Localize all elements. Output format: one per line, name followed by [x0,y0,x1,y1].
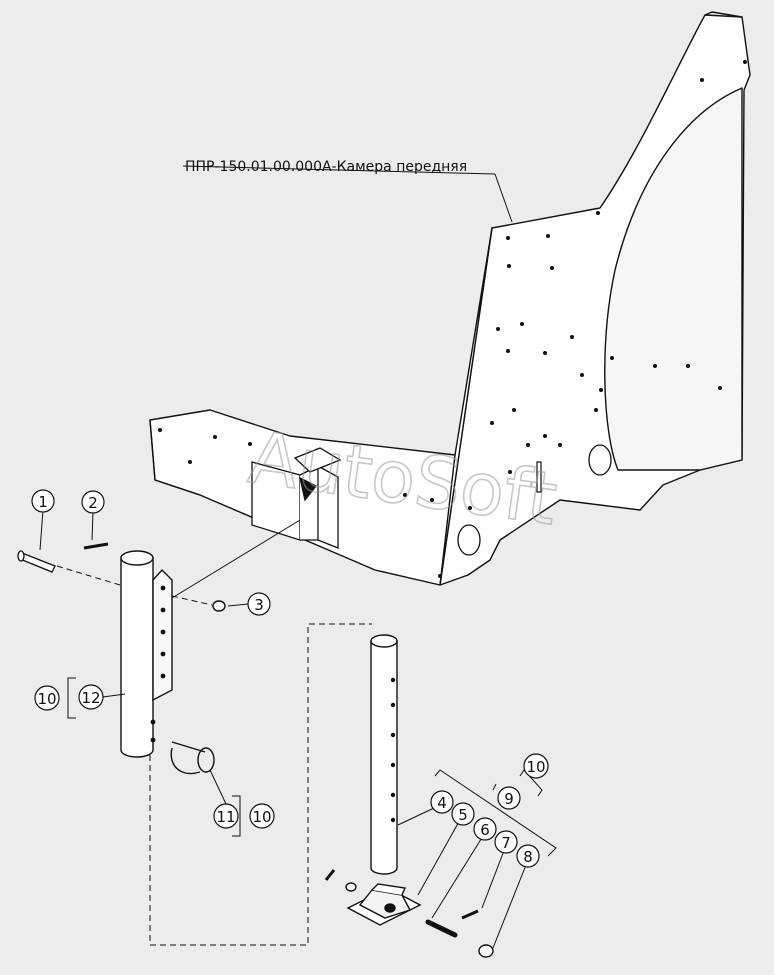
callout-label-11: 11 [216,808,235,826]
callout-label-2: 2 [88,494,98,512]
callout-label-10b: 10 [252,808,271,826]
callout-1: 1 [31,489,55,513]
callout-2: 2 [81,490,105,514]
housing-slot [536,461,542,493]
cotter-pin-part-7 [461,909,479,920]
callout-5: 5 [451,802,475,826]
callout-label-9: 9 [504,790,514,808]
callout-label-10a: 10 [37,690,56,708]
callout-label-5: 5 [458,806,468,824]
callout-7: 7 [494,830,518,854]
callouts: 1 2 3 10 12 11 10 4 [31,489,549,868]
left-post-tube [120,550,173,758]
callout-label-3: 3 [254,596,264,614]
housing-bracket [251,447,342,549]
pin-part-1 [17,550,56,573]
front-chamber-housing [149,11,751,586]
washer-part-3 [212,600,226,612]
axle-pin-part-6 [425,919,458,938]
callout-10a: 10 [34,685,60,711]
group-brackets [67,677,557,857]
callout-11: 11 [213,803,239,829]
lock-pin-part-11 [170,741,215,775]
left-post-holes [150,585,166,743]
assembly-title: ППР-150.01.00.000А-Камера передняя [185,159,467,175]
leader-lines [39,165,527,949]
cotter-pin-part-2 [83,542,109,550]
callout-label-8: 8 [523,848,533,866]
cotter-pin-small [324,869,336,881]
right-post-holes [390,677,396,823]
callout-label-1: 1 [38,493,48,511]
callout-label-10c: 10 [526,758,545,776]
callout-8: 8 [516,844,540,868]
callout-12: 12 [78,684,104,710]
right-post-tube [370,634,398,875]
callout-label-4: 4 [437,794,447,812]
callout-label-6: 6 [480,821,490,839]
callout-9: 9 [497,786,521,810]
housing-holes [158,60,747,578]
callout-label-7: 7 [501,834,511,852]
callout-label-12: 12 [81,689,100,707]
washer-part-8 [478,944,494,958]
callout-10c: 10 [523,753,549,779]
callout-6: 6 [473,817,497,841]
washer-part-small [345,882,357,892]
callout-10b: 10 [249,803,275,829]
foot-bracket-part-5 [346,883,422,926]
dashed-assembly-lines [56,565,372,946]
callout-3: 3 [247,592,271,616]
callout-4: 4 [430,790,454,814]
